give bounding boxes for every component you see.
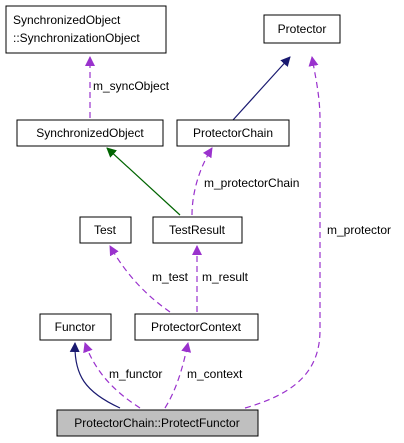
- node-protector-label: Protector: [278, 22, 327, 36]
- node-test-label: Test: [94, 223, 117, 237]
- node-functor[interactable]: Functor: [39, 313, 112, 341]
- node-protector[interactable]: Protector: [263, 14, 341, 44]
- edge-m-functor: [83, 342, 141, 409]
- edge-m-protector: [244, 56, 321, 409]
- node-synchronized-object[interactable]: SynchronizedObject: [16, 119, 164, 147]
- edge-m-context: [164, 342, 192, 409]
- node-synchronization-object-line2: ::SynchronizationObject: [13, 31, 140, 45]
- edge-label-m-context: m_context: [187, 367, 243, 381]
- node-test-result[interactable]: TestResult: [152, 216, 243, 244]
- node-synchronized-object-label: SynchronizedObject: [36, 126, 144, 140]
- node-protect-functor[interactable]: ProtectorChain::ProtectFunctor: [56, 409, 259, 437]
- edge-m-protectorchain: [191, 147, 213, 216]
- edge-protectorchain-protector: [232, 56, 291, 121]
- node-test[interactable]: Test: [79, 216, 132, 244]
- edge-m-test: [109, 245, 171, 313]
- node-synchronization-object-line1: SynchronizedObject: [13, 13, 121, 27]
- edge-label-m-syncobject: m_syncObject: [93, 79, 170, 93]
- node-protector-chain[interactable]: ProtectorChain: [176, 119, 290, 147]
- node-protector-chain-label: ProtectorChain: [193, 126, 273, 140]
- node-synchronization-object[interactable]: SynchronizedObject ::SynchronizationObje…: [5, 5, 167, 54]
- edge-label-m-test: m_test: [152, 270, 189, 284]
- edge-label-m-result: m_result: [202, 270, 249, 284]
- edge-label-m-functor: m_functor: [109, 367, 162, 381]
- node-protector-context-label: ProtectorContext: [151, 320, 242, 334]
- node-protector-context[interactable]: ProtectorContext: [134, 313, 259, 341]
- node-protect-functor-label: ProtectorChain::ProtectFunctor: [74, 416, 239, 430]
- edge-protectfunctor-functor: [69, 342, 121, 409]
- node-test-result-label: TestResult: [169, 223, 226, 237]
- edge-testresult-synchronizedobject: [106, 147, 181, 216]
- edge-label-m-protector: m_protector: [327, 223, 391, 237]
- edge-label-m-protectorchain: m_protectorChain: [204, 176, 299, 190]
- node-functor-label: Functor: [55, 320, 96, 334]
